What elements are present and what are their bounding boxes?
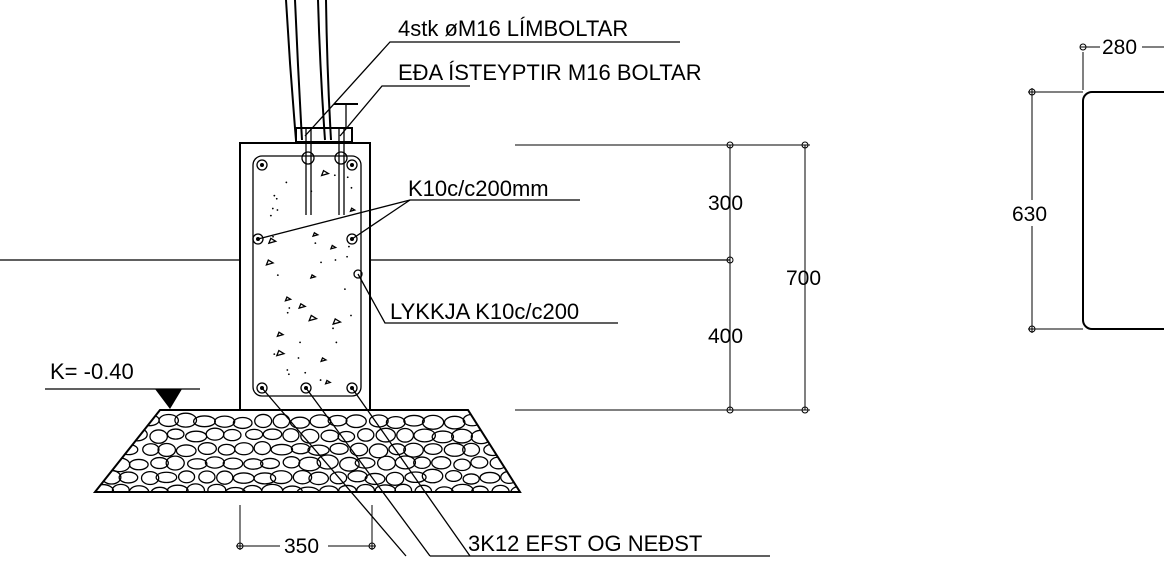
dim-plan-width: 280 — [1102, 36, 1137, 59]
leader-lines — [257, 41, 770, 557]
dim-total-height: 700 — [786, 267, 821, 290]
dimension-lines — [515, 141, 810, 414]
rebar-label: 3K12 EFST OG NEÐST — [468, 531, 702, 556]
dim-width: 350 — [284, 535, 319, 558]
gravel-bed — [92, 409, 522, 493]
bolts-label-line1: 4stk øM16 LÍMBOLTAR — [398, 16, 628, 41]
level-marker — [45, 388, 200, 409]
anchor-bolts — [301, 128, 348, 215]
width-dimension — [236, 505, 376, 557]
dim-plan-height: 630 — [1012, 203, 1047, 226]
plan-view — [1012, 35, 1164, 333]
level-label: K= -0.40 — [50, 359, 134, 384]
loop-label: LYKKJA K10c/c200 — [390, 299, 579, 324]
dim-top-part: 300 — [708, 192, 743, 215]
dim-bottom-part: 400 — [708, 325, 743, 348]
bolts-label-line2: EÐA ÍSTEYPTIR M16 BOLTAR — [398, 60, 702, 85]
stirrup-label: K10c/c200mm — [408, 176, 549, 201]
pole-lines — [285, 0, 358, 143]
rebar-bars — [252, 159, 363, 394]
concrete-footing — [239, 142, 371, 411]
